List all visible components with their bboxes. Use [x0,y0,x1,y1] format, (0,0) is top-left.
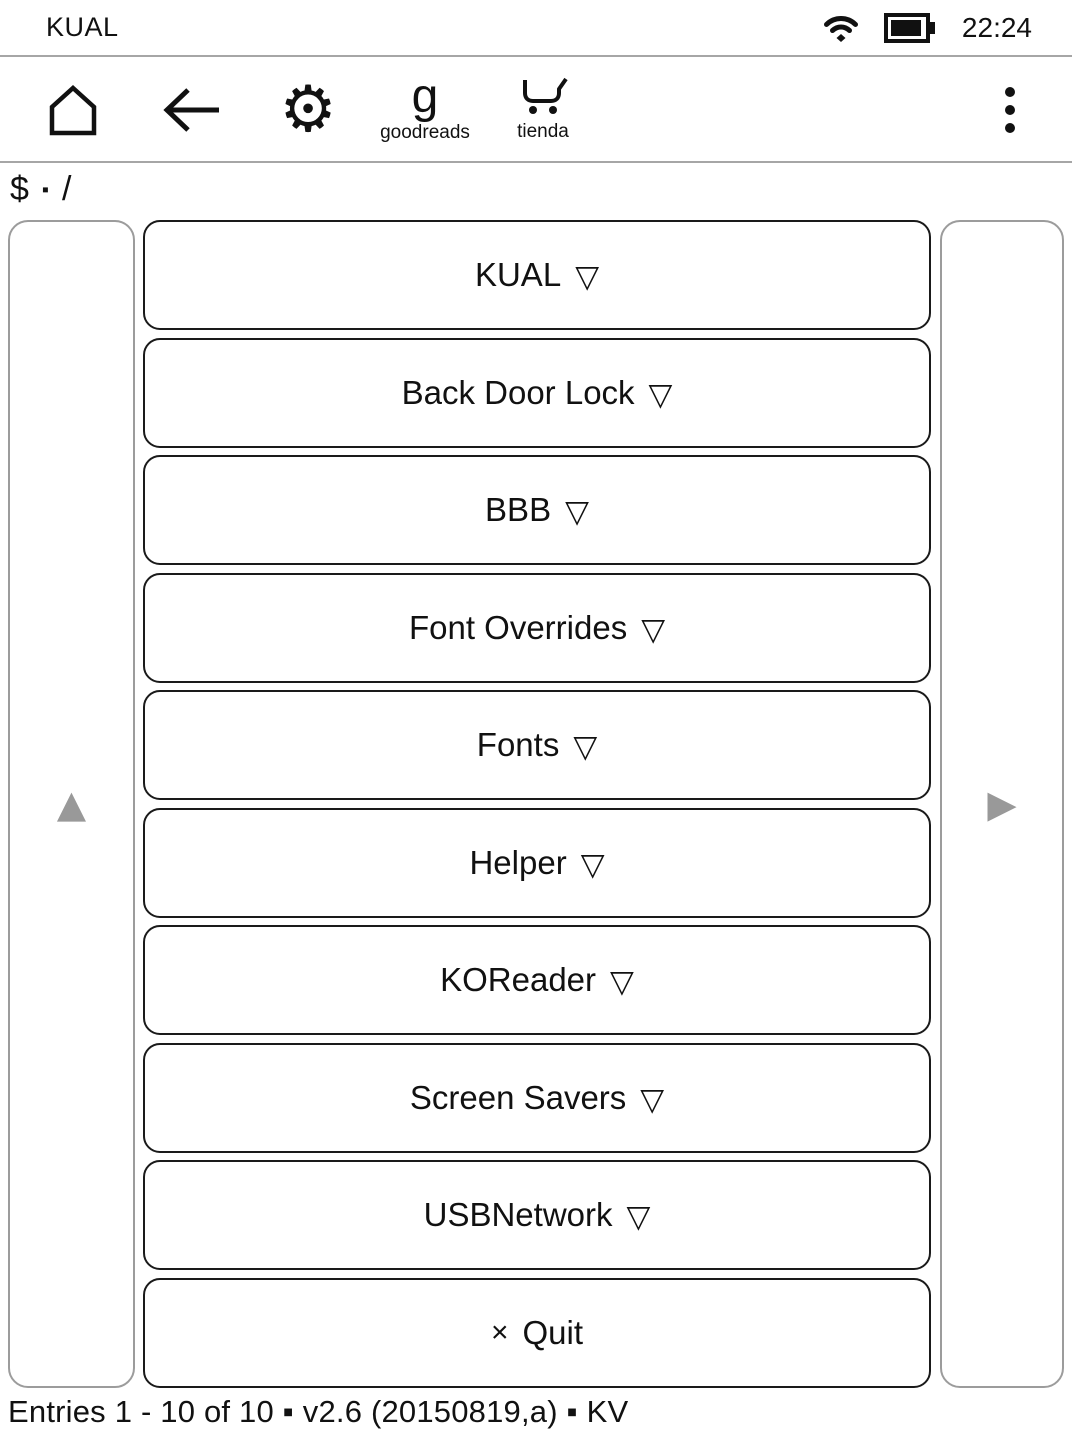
breadcrumb-path: / [62,169,72,208]
menu-item-bbb[interactable]: BBB ▽ [143,455,931,566]
menu-item-quit[interactable]: × Quit [143,1277,931,1388]
breadcrumb-separator-icon: ▪ [41,178,50,201]
app-title: KUAL [46,12,119,42]
clock-time: 22:24 [961,11,1032,43]
quit-x-icon: × [490,1315,509,1349]
pager-next-button[interactable]: ▶ [940,220,1064,1388]
store-label: tienda [517,121,569,142]
menu-item-label: BBB [485,491,552,529]
menu-item-label: Font Overrides [408,608,628,646]
menu-item-fonts[interactable]: Fonts ▽ [143,690,931,801]
submenu-triangle-icon: ▽ [575,259,600,295]
goodreads-icon: g [411,70,439,123]
footer-status: Entries 1 - 10 of 10 ▪ v2.6 (20150819,a)… [8,1394,629,1429]
menu-item-label: Fonts [476,726,560,764]
menu-item-label: Quit [522,1313,584,1351]
store-button[interactable]: tienda [500,59,586,161]
back-button[interactable] [156,59,228,161]
settings-button[interactable]: ⚙ [270,59,346,161]
submenu-triangle-icon: ▽ [626,1199,651,1236]
menu-item-label: Helper [469,843,567,881]
submenu-triangle-icon: ▽ [565,494,589,531]
toolbar: ⚙ g goodreads tienda [0,59,1072,163]
gear-icon: ⚙ [279,73,337,147]
menu-item-kual[interactable]: KUAL ▽ [143,220,931,330]
home-icon [45,83,101,137]
submenu-triangle-icon: ▽ [580,846,605,883]
menu-item-label: KOReader [440,961,597,999]
submenu-triangle-icon: ▽ [648,376,673,413]
wifi-icon [823,14,858,42]
status-bar: KUAL 22:24 [0,0,1072,57]
battery-icon [883,12,936,43]
shopping-cart-icon [517,77,569,117]
up-triangle-icon: ▲ [56,782,87,826]
breadcrumb: $ ▪ / [10,163,71,215]
submenu-triangle-icon: ▽ [610,964,634,1001]
goodreads-label: goodreads [380,122,470,143]
menu-item-label: Back Door Lock [401,373,635,411]
menu-item-font-overrides[interactable]: Font Overrides ▽ [143,572,931,683]
breadcrumb-prompt: $ [10,169,29,208]
overflow-menu-button[interactable] [978,59,1042,161]
menu-item-helper[interactable]: Helper ▽ [143,807,931,918]
menu-item-back-door-lock[interactable]: Back Door Lock ▽ [143,337,931,448]
menu-item-label: USBNetwork [423,1196,613,1234]
back-arrow-icon [161,86,223,134]
menu-item-screen-savers[interactable]: Screen Savers ▽ [143,1042,931,1153]
menu-item-koreader[interactable]: KOReader ▽ [143,925,931,1036]
pager-up-button[interactable]: ▲ [8,220,135,1388]
menu-item-label: KUAL [474,256,562,293]
menu-list: KUAL ▽ Back Door Lock ▽ BBB ▽ Font Overr… [143,220,931,1388]
home-button[interactable] [38,59,108,161]
menu-item-usbnetwork[interactable]: USBNetwork ▽ [143,1160,931,1271]
submenu-triangle-icon: ▽ [640,1081,665,1118]
submenu-triangle-icon: ▽ [641,611,666,648]
submenu-triangle-icon: ▽ [573,729,598,766]
status-right-cluster: 22:24 [823,11,1032,44]
menu-item-label: Screen Savers [409,1078,627,1116]
kebab-menu-icon [1004,86,1016,134]
goodreads-button[interactable]: g goodreads [380,59,470,161]
right-triangle-icon: ▶ [987,782,1017,826]
